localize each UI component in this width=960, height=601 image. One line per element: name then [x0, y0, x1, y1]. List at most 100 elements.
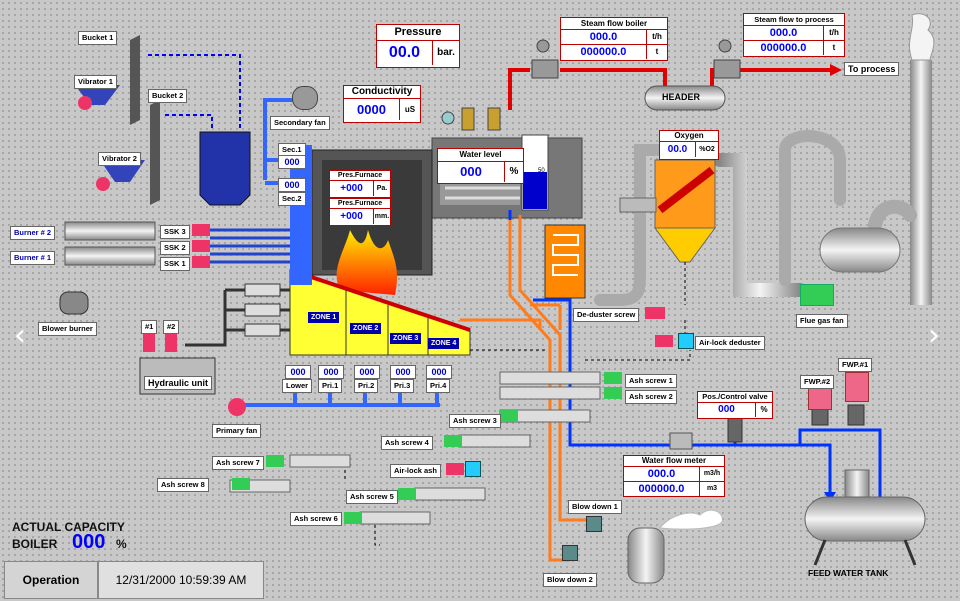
pos-valve-title: Pos./Control valve	[698, 392, 772, 403]
steam-flow-boiler-panel: Steam flow boiler 000.0 t/h 000000.0 t	[560, 17, 668, 61]
vibrator-1-motor-icon[interactable]	[78, 96, 92, 110]
steam-boiler-title: Steam flow boiler	[561, 18, 667, 30]
water-flow-rate: 000.0	[647, 468, 676, 480]
pri3-air-value: 000	[390, 365, 416, 379]
zone-3-label: ZONE 3	[390, 333, 422, 344]
ssk-1-label: SSK 1	[160, 257, 190, 271]
pres-furnace-mm-unit: mm.	[373, 209, 390, 224]
capacity-title: ACTUAL CAPACITY	[12, 520, 125, 534]
airlock-ash-icon[interactable]	[465, 461, 481, 477]
steam-boiler-total-unit: t	[646, 45, 667, 59]
sec2-value: 000	[278, 178, 306, 192]
sec2-label: Sec.2	[278, 192, 306, 206]
airlock-ash-motor-icon[interactable]	[446, 463, 464, 475]
next-page-arrow-icon[interactable]: ›	[928, 318, 940, 353]
blow-down-1-valve-icon[interactable]	[586, 516, 602, 532]
pressure-panel: Pressure 00.0 bar.	[376, 24, 460, 68]
airlock-deduster-icon[interactable]	[678, 333, 694, 349]
primary-fan-icon[interactable]	[228, 398, 246, 416]
airlock-ash-label: Air-lock ash	[390, 464, 441, 478]
hydraulic-pump-2-icon[interactable]	[165, 334, 177, 352]
pres-furnace-pa-title: Pres.Furnace	[330, 171, 390, 181]
ash-screw-1-label: Ash screw 1	[625, 374, 677, 388]
blowdown-tank	[627, 527, 665, 584]
flue-gas-fan-icon[interactable]	[800, 284, 834, 306]
secondary-fan-label: Secondary fan	[270, 116, 330, 130]
capacity-unit: %	[116, 537, 127, 551]
ash-screw-7-label: Ash screw 7	[212, 456, 264, 470]
ash-screw-3-label: Ash screw 3	[449, 414, 501, 428]
ash-screw-1-motor-icon[interactable]	[604, 372, 622, 384]
ash-screw-5-motor-icon[interactable]	[398, 488, 416, 500]
airlock-deduster-motor-icon[interactable]	[655, 335, 673, 347]
oxygen-title: Oxygen	[660, 131, 718, 142]
pres-furnace-mm-value: +000	[340, 211, 363, 222]
ash-screw-2-label: Ash screw 2	[625, 390, 677, 404]
water-level-title: Water level	[438, 149, 523, 162]
steam-process-title: Steam flow to process	[744, 14, 844, 26]
lower-air-value: 000	[285, 365, 311, 379]
ssk-2-motor-icon[interactable]	[192, 240, 210, 252]
blow-down-2-valve-icon[interactable]	[562, 545, 578, 561]
chimney	[908, 13, 935, 305]
operation-button[interactable]: Operation	[4, 561, 98, 599]
airlock-deduster-label: Air-lock deduster	[695, 336, 765, 350]
ash-screw-3-motor-icon[interactable]	[500, 410, 518, 422]
hydraulic-pump-1-icon[interactable]	[143, 334, 155, 352]
pri1-air-label: Pri.1	[318, 379, 343, 393]
prev-page-arrow-icon[interactable]: ‹	[14, 318, 26, 353]
vibrator-1-label: Vibrator 1	[74, 75, 117, 89]
ash-screw-8-motor-icon[interactable]	[232, 478, 250, 490]
ash-screw-6-motor-icon[interactable]	[344, 512, 362, 524]
pres-furnace-pa-value: +000	[340, 183, 363, 194]
oxygen-unit: %O2	[695, 142, 718, 157]
blow-down-2-label: Blow down 2	[543, 573, 597, 587]
sec1-value: 000	[278, 155, 306, 169]
steam-header	[644, 85, 726, 111]
hydraulic-pump-2-label: #2	[163, 320, 180, 334]
capacity-boiler-label: BOILER	[12, 537, 58, 551]
fwp-1-pump-icon[interactable]	[845, 372, 869, 402]
feed-water-tank-graphic	[804, 469, 926, 566]
hydraulic-unit-label: Hydraulic unit	[144, 376, 213, 390]
steam-process-rate: 000.0	[769, 27, 798, 39]
pres-furnace-pa-panel: Pres.Furnace +000 Pa.	[329, 170, 391, 198]
feed-water-tank-label: FEED WATER TANK	[808, 568, 889, 578]
primary-fan-label: Primary fan	[212, 424, 262, 438]
ssk-2-label: SSK 2	[160, 241, 190, 255]
flue-gas-drum	[819, 227, 901, 273]
flue-pipes	[594, 130, 917, 306]
deduster-screw-motor-icon[interactable]	[645, 307, 665, 319]
steam-process-total: 000000.0	[760, 42, 807, 54]
burner-1-label: Burner # 1	[10, 251, 56, 265]
ash-screw-2-motor-icon[interactable]	[604, 387, 622, 399]
vibrator-2-motor-icon[interactable]	[96, 177, 110, 191]
water-level-gauge-mark: 50	[538, 168, 545, 174]
pri3-air-label: Pri.3	[390, 379, 415, 393]
ash-screw-7-motor-icon[interactable]	[266, 455, 284, 467]
vibrator-2-label: Vibrator 2	[98, 152, 141, 166]
ash-screw-5-label: Ash screw 5	[346, 490, 398, 504]
zone-4-label: ZONE 4	[428, 338, 460, 349]
pressure-value: 00.0	[388, 44, 421, 61]
header-label: HEADER	[662, 92, 701, 102]
conductivity-value: 0000	[357, 102, 386, 117]
oxygen-value: 00.0	[667, 144, 688, 155]
fwp-2-pump-icon[interactable]	[808, 388, 832, 410]
deduster-screw-label: De-duster screw	[573, 308, 640, 322]
burner-2-label: Burner # 2	[10, 226, 56, 240]
ssk-1-motor-icon[interactable]	[192, 256, 210, 268]
bucket-2-label: Bucket 2	[148, 89, 188, 103]
ash-screw-4-motor-icon[interactable]	[444, 435, 462, 447]
water-flow-total-unit: m3	[699, 482, 724, 496]
pos-control-valve-panel: Pos./Control valve 000 %	[697, 391, 773, 419]
fuel-feeders	[75, 35, 312, 285]
zone-1-label: ZONE 1	[308, 312, 340, 323]
lower-air-label: Lower	[282, 379, 313, 393]
secondary-fan-icon[interactable]	[292, 86, 318, 110]
ash-screw-4-label: Ash screw 4	[381, 436, 433, 450]
ssk-3-motor-icon[interactable]	[192, 224, 210, 236]
datetime-display: 12/31/2000 10:59:39 AM	[98, 561, 264, 599]
pri1-air-value: 000	[318, 365, 344, 379]
